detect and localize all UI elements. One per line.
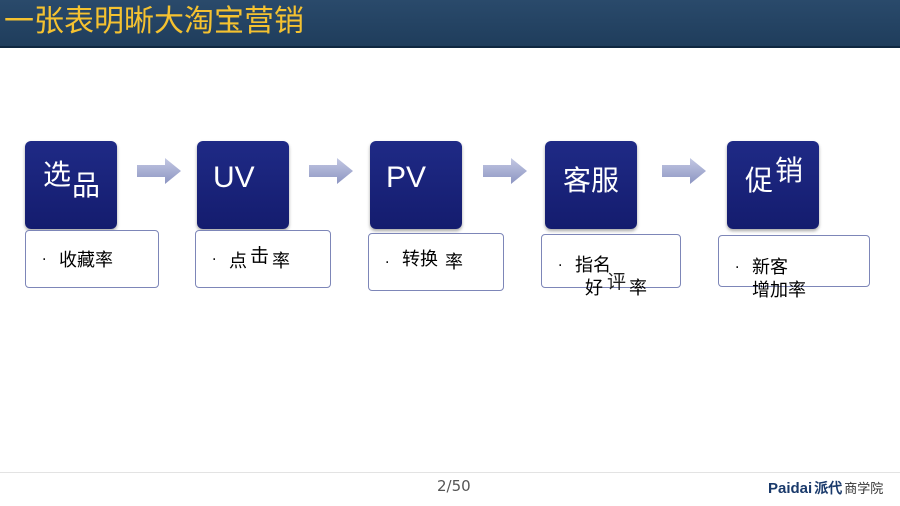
- footer-divider: [0, 472, 900, 473]
- brand-school: 商学院: [844, 481, 884, 496]
- detail-box-new-customer-growth: · 新客 增加率: [718, 235, 870, 300]
- right-arrow-icon: [137, 158, 181, 184]
- stage-label-part-a: 选: [43, 158, 72, 191]
- detail-text-part-b: 率: [445, 252, 463, 273]
- right-arrow-icon: [309, 158, 353, 184]
- detail-text-line2-part-a: 好: [585, 278, 603, 299]
- detail-text-line2: 增加率: [752, 280, 806, 301]
- stage-box-promotion: 促 销: [727, 141, 819, 229]
- detail-box-conversion-rate: · 转换 率: [368, 233, 504, 291]
- detail-text-part-c: 率: [272, 251, 290, 272]
- stage-label-part-b: 销: [775, 154, 804, 187]
- detail-text-part-b: 击: [250, 245, 270, 267]
- detail-text-line2-part-b: 评: [607, 271, 627, 293]
- stage-label: UV: [213, 161, 255, 194]
- detail-text: 收藏率: [59, 250, 113, 271]
- stage-box-customer-service: 客服: [545, 141, 637, 229]
- detail-text-line1: 指名: [575, 255, 611, 276]
- detail-text-line2-part-c: 率: [629, 278, 647, 299]
- brand-chinese: 派代: [814, 480, 843, 496]
- stage-label: PV: [386, 161, 427, 194]
- right-arrow-icon: [662, 158, 706, 184]
- bullet-dot: ·: [212, 252, 217, 268]
- detail-box-positive-rating: · 指名 好 评 率: [541, 234, 681, 298]
- stage-label-part-b: 品: [72, 169, 101, 202]
- detail-box-favorite-rate: · 收藏率: [25, 230, 159, 288]
- detail-text-part-a: 点: [229, 251, 247, 272]
- stage-box-product-selection: 选 品: [25, 141, 117, 229]
- stage-box-uv: UV: [197, 141, 289, 229]
- bullet-dot: ·: [385, 255, 390, 271]
- stage-label: 客服: [563, 164, 620, 197]
- page-number: 2/50: [437, 477, 471, 495]
- brand-latin: Paidai: [768, 480, 813, 497]
- detail-box-click-rate: · 点 击 率: [195, 230, 331, 288]
- bullet-dot: ·: [42, 252, 47, 268]
- detail-text-line1: 新客: [752, 257, 788, 278]
- detail-text-part-a: 转换: [402, 249, 438, 270]
- right-arrow-icon: [483, 158, 527, 184]
- stage-box-pv: PV: [370, 141, 462, 229]
- bullet-dot: ·: [735, 260, 740, 276]
- bullet-dot: ·: [558, 258, 563, 274]
- slide-title: 一张表明晰大淘宝营销: [4, 4, 304, 39]
- stage-label-part-a: 促: [745, 164, 774, 197]
- title-bar: 一张表明晰大淘宝营销: [0, 0, 900, 48]
